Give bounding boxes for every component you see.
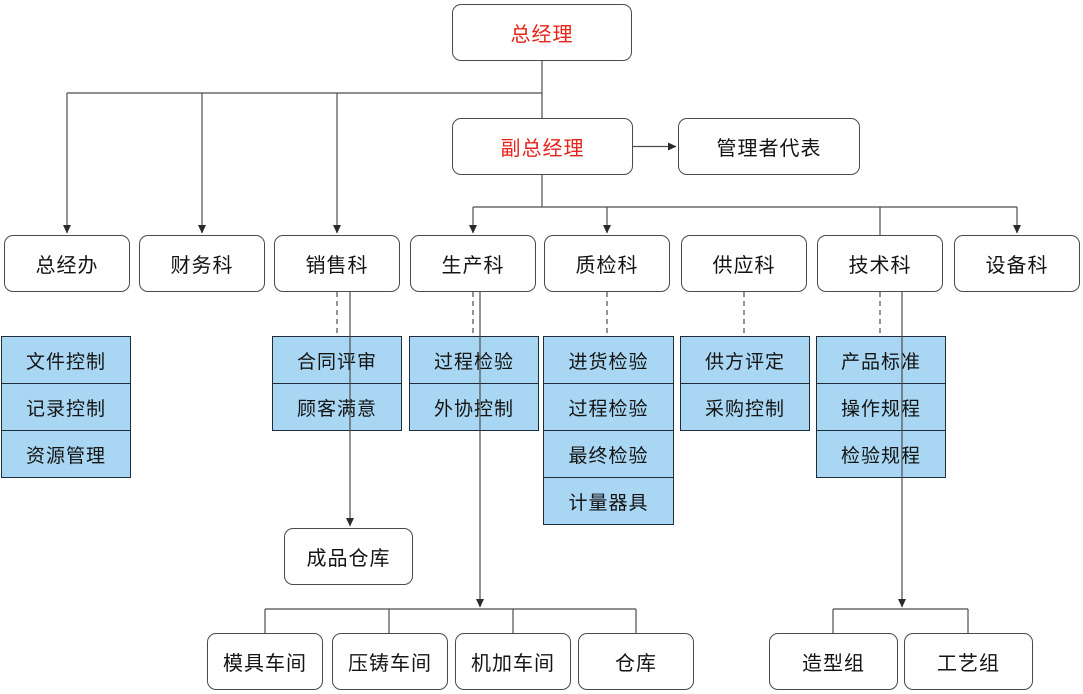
node-general-manager: 总经理 — [452, 4, 632, 61]
cell-resource-management: 资源管理 — [1, 430, 131, 478]
cell-label-outsourcing-control: 外协控制 — [433, 398, 514, 420]
node-finished-goods-warehouse: 成品仓库 — [284, 528, 413, 585]
cell-label-final-inspection: 最终检验 — [568, 445, 649, 467]
cell-label-resource-management: 资源管理 — [25, 445, 106, 467]
node-label-finished-goods-warehouse: 成品仓库 — [306, 548, 391, 570]
node-die-casting-workshop: 压铸车间 — [332, 633, 448, 690]
node-management-representative: 管理者代表 — [678, 118, 860, 175]
cell-customer-satisfaction: 顾客满意 — [272, 383, 402, 431]
cell-label-inspection-procedures: 检验规程 — [840, 445, 921, 467]
node-supply-dept: 供应科 — [681, 235, 807, 292]
node-process-group: 工艺组 — [904, 633, 1033, 690]
node-label-die-casting-workshop: 压铸车间 — [348, 653, 432, 675]
cell-document-control: 文件控制 — [1, 336, 131, 384]
cell-label-process-inspection-qc: 过程检验 — [568, 398, 649, 420]
cell-label-operating-procedures: 操作规程 — [840, 398, 921, 420]
cell-measuring-instruments: 计量器具 — [543, 477, 674, 525]
cell-process-inspection: 过程检验 — [409, 336, 539, 384]
cell-supplier-evaluation: 供方评定 — [680, 336, 810, 384]
node-technology-dept: 技术科 — [817, 235, 943, 292]
node-label-management-representative: 管理者代表 — [716, 138, 822, 160]
node-label-warehouse: 仓库 — [615, 653, 657, 675]
cell-label-incoming-inspection: 进货检验 — [568, 351, 649, 373]
node-sales-dept: 销售科 — [274, 235, 400, 292]
node-deputy-general-manager: 副总经理 — [452, 118, 633, 175]
node-label-deputy-general-manager: 副总经理 — [500, 138, 585, 160]
node-label-general-manager-office: 总经办 — [35, 255, 99, 277]
cell-label-customer-satisfaction: 顾客满意 — [296, 398, 377, 420]
cell-outsourcing-control: 外协控制 — [409, 383, 539, 431]
cell-inspection-procedures: 检验规程 — [816, 430, 946, 478]
node-label-supply-dept: 供应科 — [712, 255, 776, 277]
node-production-dept: 生产科 — [410, 235, 536, 292]
cell-final-inspection: 最终检验 — [543, 430, 674, 478]
cell-label-supplier-evaluation: 供方评定 — [704, 351, 785, 373]
cell-product-standards: 产品标准 — [816, 336, 946, 384]
cell-contract-review: 合同评审 — [272, 336, 402, 384]
cell-label-record-control: 记录控制 — [25, 398, 106, 420]
cell-label-contract-review: 合同评审 — [296, 351, 377, 373]
cell-process-inspection-qc: 过程检验 — [543, 383, 674, 431]
node-warehouse: 仓库 — [578, 633, 694, 690]
cell-incoming-inspection: 进货检验 — [543, 336, 674, 384]
cell-label-purchasing-control: 采购控制 — [704, 398, 785, 420]
node-label-process-group: 工艺组 — [937, 653, 1000, 675]
node-finance-dept: 财务科 — [139, 235, 265, 292]
node-label-finance-dept: 财务科 — [170, 255, 234, 277]
node-label-technology-dept: 技术科 — [848, 255, 912, 277]
node-label-sales-dept: 销售科 — [305, 255, 369, 277]
node-molding-group: 造型组 — [769, 633, 898, 690]
node-label-production-dept: 生产科 — [441, 255, 505, 277]
cell-record-control: 记录控制 — [1, 383, 131, 431]
node-equipment-dept: 设备科 — [954, 235, 1080, 292]
node-label-molding-group: 造型组 — [802, 653, 865, 675]
cell-label-measuring-instruments: 计量器具 — [568, 492, 649, 514]
node-quality-inspection-dept: 质检科 — [544, 235, 670, 292]
cell-operating-procedures: 操作规程 — [816, 383, 946, 431]
cell-label-document-control: 文件控制 — [25, 351, 106, 373]
node-machining-workshop: 机加车间 — [455, 633, 571, 690]
node-mold-workshop: 模具车间 — [207, 633, 323, 690]
node-general-manager-office: 总经办 — [4, 235, 130, 292]
node-label-quality-inspection-dept: 质检科 — [575, 255, 639, 277]
cell-label-process-inspection: 过程检验 — [433, 351, 514, 373]
cell-purchasing-control: 采购控制 — [680, 383, 810, 431]
node-label-general-manager: 总经理 — [510, 24, 574, 46]
cell-label-product-standards: 产品标准 — [840, 351, 921, 373]
node-label-equipment-dept: 设备科 — [985, 255, 1049, 277]
node-label-mold-workshop: 模具车间 — [223, 653, 307, 675]
node-label-machining-workshop: 机加车间 — [471, 653, 555, 675]
